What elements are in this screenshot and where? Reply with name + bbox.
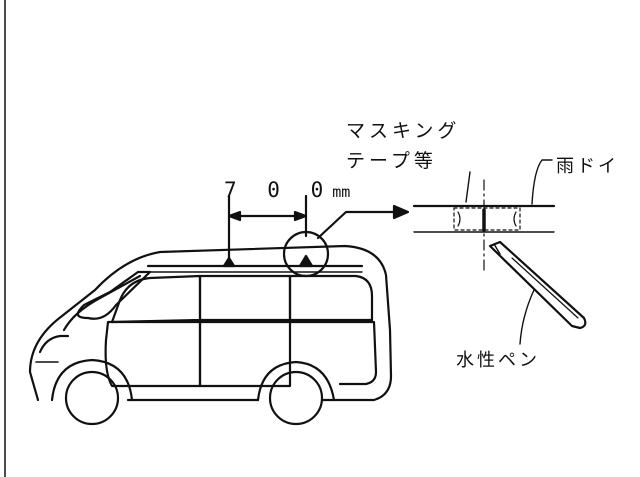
dimension-value: 7 0 0 <box>224 178 333 202</box>
masking-tape-label-line1: マスキング <box>346 120 461 142</box>
pen-tip <box>493 243 501 255</box>
side-window-middle <box>198 274 292 322</box>
pen-body-line <box>511 257 579 319</box>
roof-mark-left <box>222 256 236 268</box>
side-window-rear <box>288 274 374 322</box>
door-panel-middle <box>198 320 292 388</box>
front-wheel-arch <box>50 358 134 402</box>
door-panel-rear <box>288 320 378 386</box>
marker-pen <box>488 240 587 330</box>
masking-leader <box>465 171 471 203</box>
door-panel-front <box>104 320 202 388</box>
pen-leader <box>519 289 535 345</box>
dimension-arrow-left <box>227 210 242 222</box>
front-window <box>62 274 142 332</box>
dimension-label: 7 0 0mm <box>224 178 350 202</box>
van-body-outline <box>28 244 393 402</box>
detail-leader-arrow <box>392 204 410 220</box>
rain-gutter-label: 雨ドイ <box>556 156 619 177</box>
dimension-arrow-right <box>293 210 308 222</box>
tape-edge-left <box>457 211 461 227</box>
rear-wheel <box>268 370 324 426</box>
front-wheel <box>64 370 120 426</box>
detail-leader-line <box>316 210 398 240</box>
rear-wheel-arch <box>256 360 336 402</box>
roof-mark-right <box>298 254 314 268</box>
marker-pen-label: 水性ペン <box>456 350 540 371</box>
gutter-leader <box>531 159 553 205</box>
tape-edge-right <box>513 211 517 227</box>
masking-tape <box>453 207 521 231</box>
headlight <box>38 334 70 354</box>
masking-tape-label-line2: テープ等 <box>346 150 437 172</box>
detail-callout-circle <box>282 230 330 278</box>
dimension-unit: mm <box>332 183 351 201</box>
